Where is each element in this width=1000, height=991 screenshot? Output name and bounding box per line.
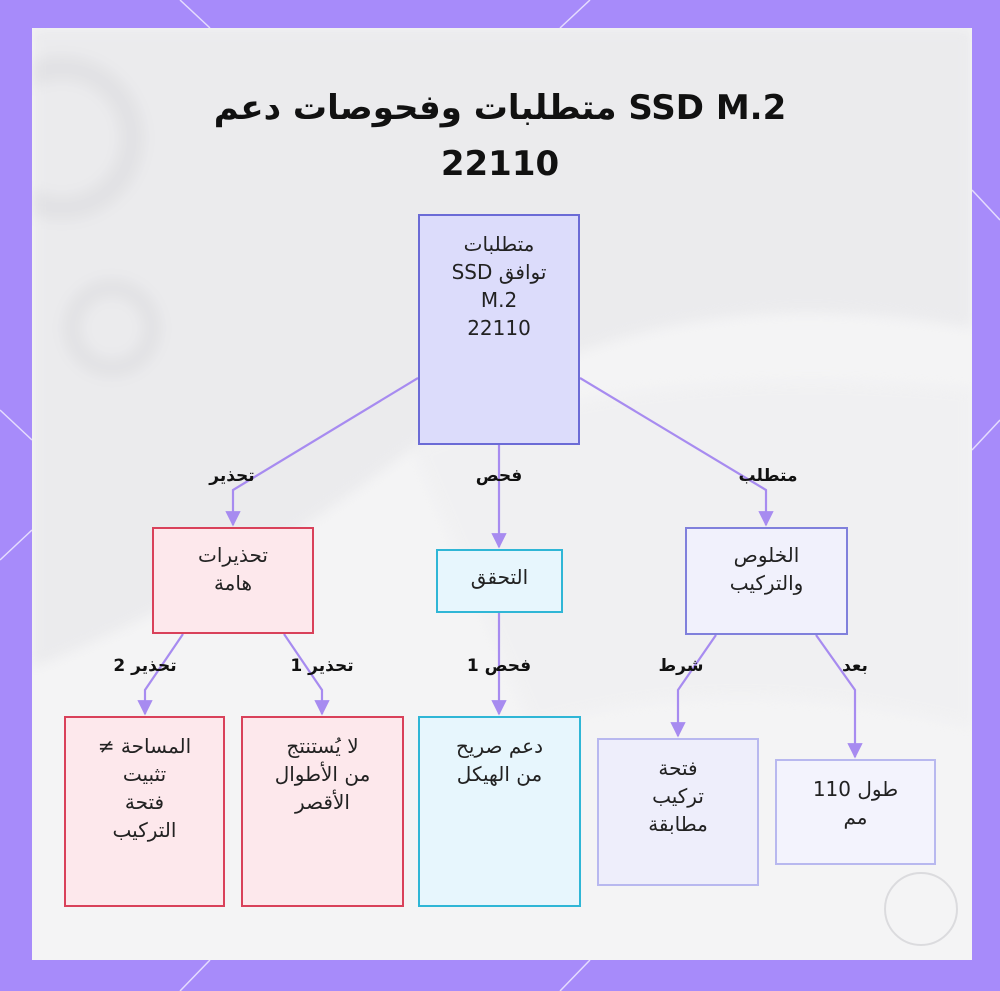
- explicit-support-node: دعم صريح من الهيكل: [418, 716, 581, 907]
- edge-label-requirement: متطلب: [738, 466, 798, 486]
- edge-label-dimension: بعد: [842, 656, 868, 676]
- matching-slot-node: فتحة تركيب مطابقة: [597, 738, 759, 886]
- edge-label-warning-2: تحذير 2: [113, 656, 177, 676]
- root-node: متطلبات توافق SSD M.2 22110: [418, 214, 580, 445]
- edge-clearance-length: [815, 634, 863, 759]
- edge-label-check: فحص: [475, 466, 523, 486]
- page-title: متطلبات وفحوصات دعم SSD M.2 22110: [0, 80, 1000, 192]
- length-node: طول 110 مم: [775, 759, 936, 865]
- edge-root-clearance: [579, 377, 774, 527]
- watermark-stamp-icon: [884, 872, 958, 946]
- title-line-1: متطلبات وفحوصات دعم SSD M.2: [213, 88, 787, 128]
- no-infer-node: لا يُستنتج من الأطوال الأقصر: [241, 716, 404, 907]
- edge-label-check-1: فحص 1: [466, 656, 532, 676]
- edge-label-warning-1: تحذير 1: [290, 656, 354, 676]
- warnings-node: تحذيرات هامة: [152, 527, 314, 634]
- edge-warnings-area: [137, 633, 184, 716]
- edge-label-warning: تحذير: [209, 466, 255, 486]
- edge-clearance-slot: [670, 634, 717, 738]
- clearance-node: الخلوص والتركيب: [685, 527, 848, 635]
- edge-label-condition: شرط: [658, 656, 704, 676]
- title-line-2: 22110: [440, 144, 560, 184]
- area-mismatch-node: المساحة ≠ تثبيت فتحة التركيب: [64, 716, 225, 907]
- edge-warnings-infer: [283, 633, 330, 716]
- edge-root-warnings: [225, 377, 419, 527]
- verify-node: التحقق: [436, 549, 563, 613]
